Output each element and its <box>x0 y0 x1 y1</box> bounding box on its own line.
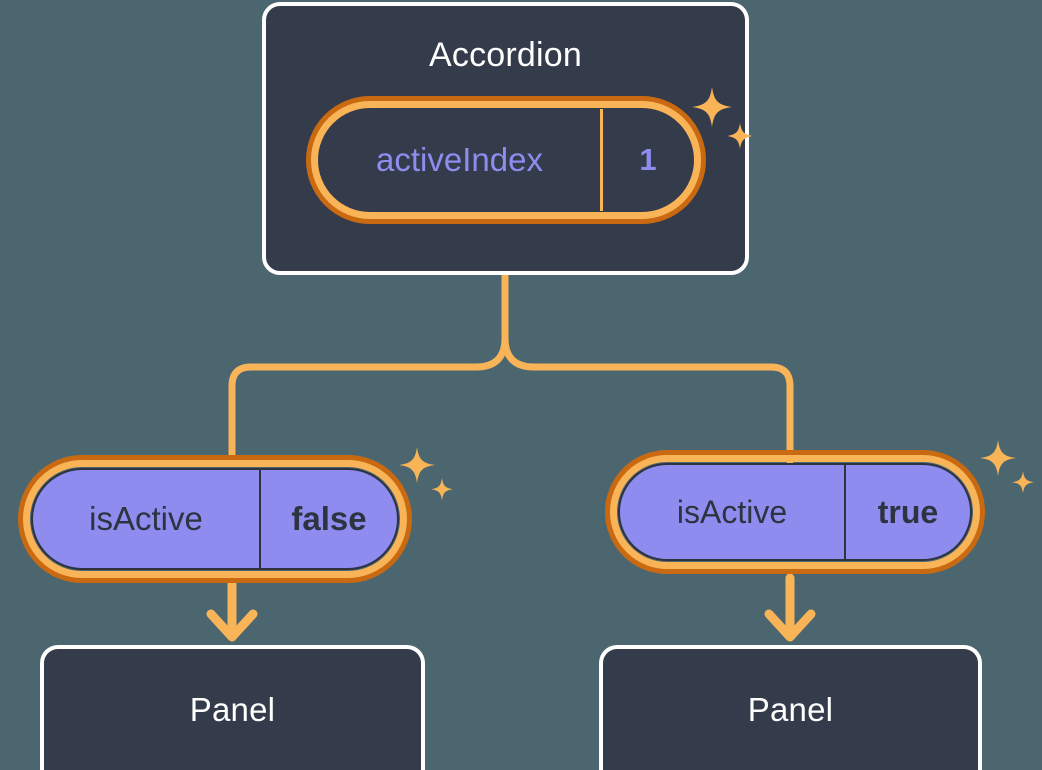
wire-branch-right <box>501 334 794 465</box>
pill-inner-ring <box>311 101 701 219</box>
arrow-left <box>206 573 258 642</box>
panel-component-box-left[interactable]: Panel <box>40 645 425 770</box>
panel-title-right: Panel <box>747 691 834 728</box>
pill-inner-ring <box>610 455 980 569</box>
prop-value-label: false <box>291 500 367 537</box>
panel-component-box-right[interactable]: Panel <box>599 645 982 770</box>
pill-body: isActive true <box>618 463 972 561</box>
state-pill-activeindex[interactable]: activeIndex 1 <box>306 96 706 224</box>
state-key-label: activeIndex <box>376 141 543 178</box>
page-title: Accordion <box>429 36 582 74</box>
panel-title-left: Panel <box>189 691 276 728</box>
pill-outer-ring <box>18 455 412 583</box>
pill-divider <box>259 470 261 568</box>
state-pill-isactive-true[interactable]: isActive true <box>605 450 985 574</box>
pill-inner-ring <box>23 460 407 578</box>
prop-key-label: isActive <box>89 500 203 537</box>
pill-divider <box>844 465 846 559</box>
prop-key-label: isActive <box>676 493 788 530</box>
sparkles-icon-right <box>980 440 1034 494</box>
pill-divider <box>600 109 603 211</box>
prop-value-label: true <box>877 493 939 530</box>
pill-outer-ring <box>605 450 985 574</box>
state-value-label: 1 <box>639 142 657 177</box>
pill-outer-ring <box>306 96 706 224</box>
wire-branch-left <box>228 334 509 465</box>
state-pill-isactive-false[interactable]: isActive false <box>18 455 412 583</box>
pill-body: activeIndex 1 <box>319 109 693 211</box>
arrow-right <box>764 573 816 642</box>
pill-body: isActive false <box>31 468 399 570</box>
